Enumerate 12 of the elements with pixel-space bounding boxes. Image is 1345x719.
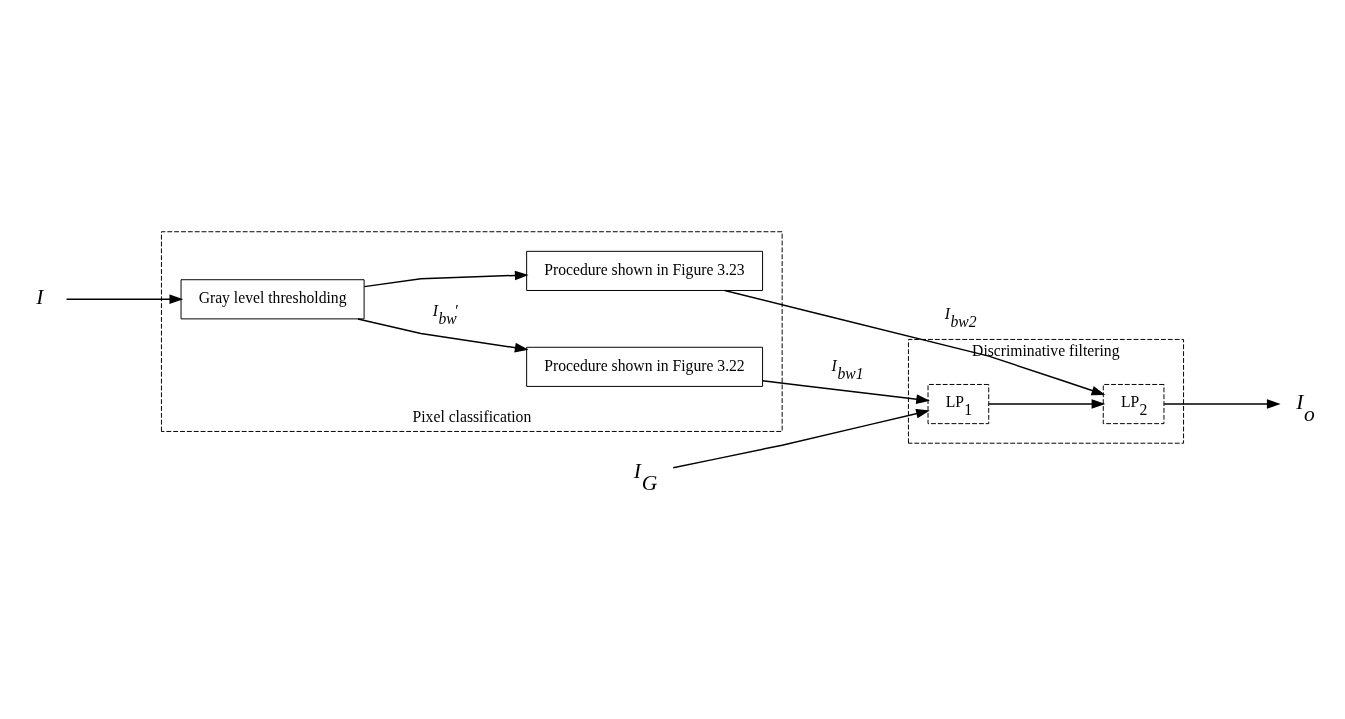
node-box: Gray level thresholding xyxy=(180,278,365,319)
arrow xyxy=(1163,398,1281,409)
node-box: Procedure shown in Figure 3.23 xyxy=(526,250,764,291)
arrow xyxy=(672,408,930,469)
arrow xyxy=(357,317,529,352)
arrow xyxy=(65,294,184,304)
arrow xyxy=(988,398,1106,409)
node-box: Procedure shown in Figure 3.22 xyxy=(526,346,764,387)
arrow xyxy=(363,270,529,287)
node-text: I xyxy=(36,284,44,309)
arrow xyxy=(761,379,930,404)
arrow xyxy=(724,289,1106,395)
